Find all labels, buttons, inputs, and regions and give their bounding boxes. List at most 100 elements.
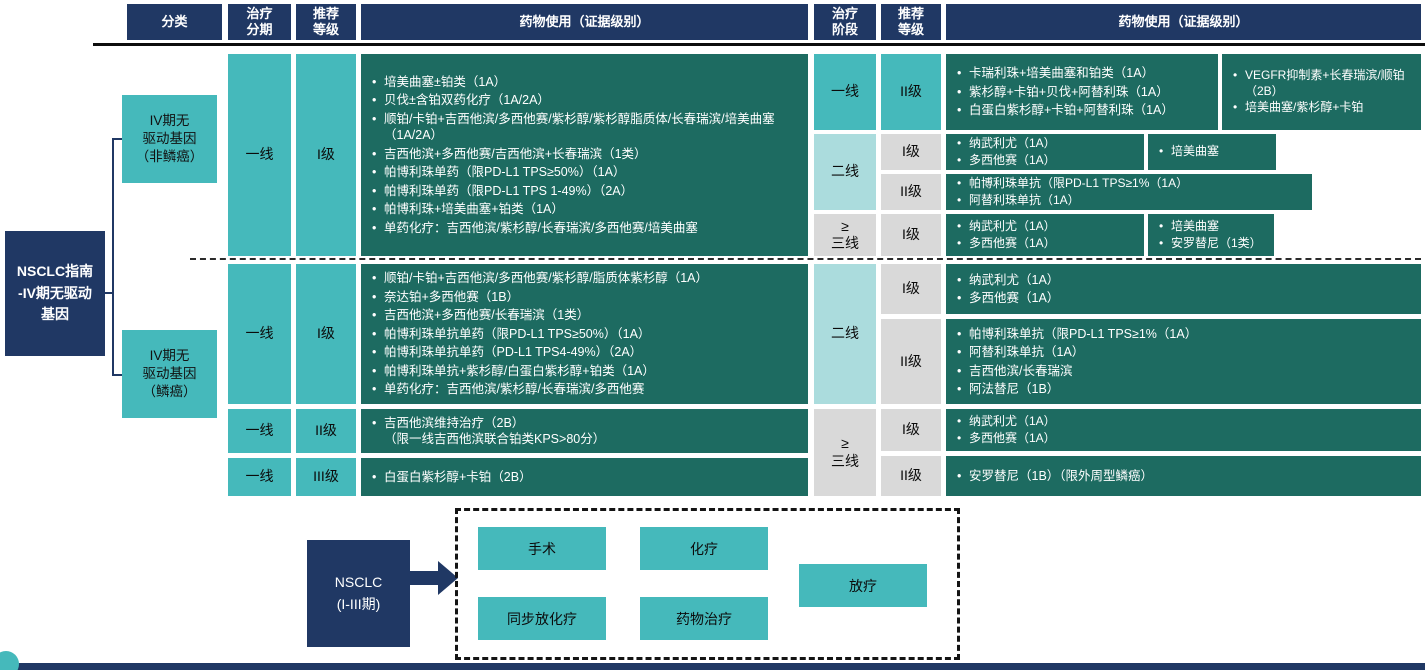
drug-item: 纳武利尤（1A） [954, 272, 1413, 289]
ns-r1-grade-cell: II级 [881, 54, 941, 130]
logo-circle [0, 651, 19, 670]
header-col-drugs-right: 药物使用（证据级别） [946, 4, 1421, 40]
ns-r3-drug-list-a: 纳武利尤（1A）多西他赛（1A） [946, 213, 1144, 258]
drug-item: 阿法替尼（1B） [954, 381, 1413, 398]
header-col-drugs-left: 药物使用（证据级别） [361, 4, 808, 40]
ns-r2-drugbox-1b: 培美曲塞 [1148, 134, 1276, 170]
flow-arrow-shaft [408, 571, 440, 585]
flow-arrow-head [438, 561, 458, 595]
ns-r1-drug-list-a: 卡瑞利珠+培美曲塞和铂类（1A） 紫杉醇+卡铂+贝伐+阿替利珠（1A）白蛋白紫杉醇… [946, 58, 1218, 126]
connector-vertical [112, 138, 114, 376]
drug-item: 安罗替尼（1B）（限外周型鳞癌） [954, 468, 1413, 485]
sq-row2-drug-list: 吉西他滨维持治疗（2B） （限一线吉西他滨联合铂类KPS>80分） [361, 408, 808, 455]
drug-item: 顺铂/卡铂+吉西他滨/多西他赛/紫杉醇/紫杉醇脂质体/长春瑞滨/培美曲塞（1A/… [369, 111, 800, 144]
drug-item: 白蛋白紫杉醇+卡铂（2B） [369, 469, 800, 486]
header-col-grade-right: 推荐 等级 [881, 4, 941, 40]
drug-item: 帕博利珠单抗+紫杉醇/白蛋白紫杉醇+铂类（1A） [369, 363, 800, 380]
ns-r2-drug-list-2: 帕博利珠单抗（限PD-L1 TPS≥1%（1A）阿替利珠单抗（1A） [946, 170, 1312, 215]
treatment-options-dashed-container [455, 508, 960, 660]
sq-row1-drug-list: 顺铂/卡铂+吉西他滨/多西他赛/紫杉醇/脂质体紫杉醇（1A） 奈达铂+多西他赛（1… [361, 263, 808, 405]
connector-branch-top [112, 138, 122, 140]
ns-r3-drug-list-b: 培美曲塞安罗替尼（1类） [1148, 213, 1274, 258]
sq-r2-drug-list-2: 帕博利珠单抗（限PD-L1 TPS≥1%（1A）阿替利珠单抗（1A）吉西他滨/长… [946, 319, 1421, 405]
ns-r3-grade-cell: I级 [881, 214, 941, 256]
ns-r1-drugbox-a: 卡瑞利珠+培美曲塞和铂类（1A） 紫杉醇+卡铂+贝伐+阿替利珠（1A）白蛋白紫杉醇… [946, 54, 1218, 130]
ns-r2-grade2-cell: II级 [881, 174, 941, 210]
drug-item: 纳武利尤（1A） [954, 219, 1136, 235]
node-radiotherapy: 放疗 [799, 564, 927, 607]
connector-root-horizontal [105, 292, 114, 294]
section-divider-dashed [190, 258, 1421, 260]
drug-item: 培美曲塞 [1156, 144, 1268, 160]
drug-item: 帕博利珠单抗单药（PD-L1 TPS4-49%）（2A） [369, 344, 800, 361]
ns-r2-grade1-cell: I级 [881, 134, 941, 170]
drug-item: 纳武利尤（1A） [954, 414, 1413, 430]
sq-row2-grade-cell: II级 [296, 409, 356, 453]
ns-drugs-box: 培美曲塞±铂类（1A）贝伐±含铂双药化疗（1A/2A） 顺铂/卡铂+吉西他滨/多西… [361, 54, 808, 256]
drug-item: 帕博利珠+培美曲塞+铂类（1A） [369, 201, 800, 218]
sq-r2-drugbox-1: 纳武利尤（1A）多西他赛（1A） [946, 264, 1421, 314]
drug-item: 纳武利尤（1A） [954, 136, 1136, 152]
sq-row1-stage-cell: 一线 [228, 264, 291, 404]
drug-item: 多西他赛（1A） [954, 236, 1136, 252]
drug-item: 帕博利珠单抗单药（限PD-L1 TPS≥50%）（1A） [369, 326, 800, 343]
sq-r3-drug-list-2: 安罗替尼（1B）（限外周型鳞癌） [946, 461, 1421, 492]
sq-r2-grade1-cell: I级 [881, 264, 941, 314]
drug-item: 贝伐±含铂双药化疗（1A/2A） [369, 92, 800, 109]
ns-r2-drug-list-1a: 纳武利尤（1A）多西他赛（1A） [946, 130, 1144, 175]
drug-item: 多西他赛（1A） [954, 290, 1413, 307]
sq-row3-grade-cell: III级 [296, 458, 356, 496]
ns-r1-drugbox-b: VEGFR抑制素+长春瑞滨/顺铂（2B）培美曲塞/紫杉醇+卡铂 [1222, 54, 1421, 130]
header-col-stage-left: 治疗 分期 [228, 4, 291, 40]
sq-r3-drugbox-2: 安罗替尼（1B）（限外周型鳞癌） [946, 456, 1421, 496]
category-box-nonsquamous: IV期无 驱动基因 （非鳞癌） [122, 95, 217, 183]
ns-r2-stage-cell: 二线 [814, 134, 876, 210]
header-divider-line [93, 43, 1425, 46]
drug-item: 帕博利珠单药（限PD-L1 TPS 1-49%）（2A） [369, 183, 800, 200]
sq-row3-drug-list: 白蛋白紫杉醇+卡铂（2B） [361, 462, 808, 493]
sq-row2-stage-cell: 一线 [228, 409, 291, 453]
drug-item: 顺铂/卡铂+吉西他滨/多西他赛/紫杉醇/脂质体紫杉醇（1A） [369, 270, 800, 287]
drug-item: 吉西他滨+多西他赛/长春瑞滨（1类） [369, 307, 800, 324]
sq-r3-drug-list-1: 纳武利尤（1A）多西他赛（1A） [946, 408, 1421, 453]
drug-item: 多西他赛（1A） [954, 431, 1413, 447]
drug-item: 吉西他滨+多西他赛/吉西他滨+长春瑞滨（1类） [369, 146, 800, 163]
sq-row3-stage-cell: 一线 [228, 458, 291, 496]
sq-r3-drugbox-1: 纳武利尤（1A）多西他赛（1A） [946, 409, 1421, 451]
ns-r1-stage-cell: 一线 [814, 54, 876, 130]
ns-grade-cell: I级 [296, 54, 356, 256]
drug-item: 奈达铂+多西他赛（1B） [369, 289, 800, 306]
sq-row1-drugs-box: 顺铂/卡铂+吉西他滨/多西他赛/紫杉醇/脂质体紫杉醇（1A） 奈达铂+多西他赛（1… [361, 264, 808, 404]
drug-item: 阿替利珠单抗（1A） [954, 344, 1413, 361]
ns-r3-stage-cell: ≥ 三线 [814, 214, 876, 256]
ns-stage-cell: 一线 [228, 54, 291, 256]
sq-row1-grade-cell: I级 [296, 264, 356, 404]
sq-row3-drugs-box: 白蛋白紫杉醇+卡铂（2B） [361, 458, 808, 496]
drug-item: 白蛋白紫杉醇+卡铂+阿替利珠（1A） [954, 102, 1210, 119]
sq-row2-drugs-box: 吉西他滨维持治疗（2B） （限一线吉西他滨联合铂类KPS>80分） [361, 409, 808, 453]
sq-r3-grade1-cell: I级 [881, 409, 941, 451]
ns-drug-list: 培美曲塞±铂类（1A）贝伐±含铂双药化疗（1A/2A） 顺铂/卡铂+吉西他滨/多西… [361, 67, 808, 244]
ns-r2-drugbox-1a: 纳武利尤（1A）多西他赛（1A） [946, 134, 1144, 170]
ns-r2-drug-list-1b: 培美曲塞 [1148, 138, 1276, 166]
drug-item: 卡瑞利珠+培美曲塞和铂类（1A） [954, 65, 1210, 82]
header-col-grade-left: 推荐 等级 [296, 4, 356, 40]
drug-item: 培美曲塞±铂类（1A） [369, 74, 800, 91]
drug-item: VEGFR抑制素+长春瑞滨/顺铂（2B） [1230, 68, 1413, 100]
drug-item: 培美曲塞 [1156, 219, 1266, 235]
drug-item: 帕博利珠单抗（限PD-L1 TPS≥1%（1A） [954, 176, 1304, 192]
ns-r3-drugbox-b: 培美曲塞安罗替尼（1类） [1148, 214, 1274, 256]
drug-item: 单药化疗：吉西他滨/紫杉醇/长春瑞滨/多西他赛/培美曲塞 [369, 220, 800, 237]
sq-r2-drug-list-1: 纳武利尤（1A）多西他赛（1A） [946, 265, 1421, 314]
node-drug-therapy: 药物治疗 [640, 597, 768, 640]
header-col-stage-right: 治疗 阶段 [814, 4, 876, 40]
footer-bar [0, 663, 1425, 670]
node-surgery: 手术 [478, 527, 606, 570]
drug-item: 帕博利珠单抗（限PD-L1 TPS≥1%（1A） [954, 326, 1413, 343]
sq-r3-stage-cell: ≥ 三线 [814, 409, 876, 496]
header-col-category: 分类 [127, 4, 222, 40]
nsclc-early-stage-box: NSCLC (I-III期) [307, 540, 410, 647]
sq-r3-grade2-cell: II级 [881, 456, 941, 496]
drug-item: 紫杉醇+卡铂+贝伐+阿替利珠（1A） [954, 84, 1210, 101]
category-box-squamous: IV期无 驱动基因 （鳞癌） [122, 330, 217, 418]
